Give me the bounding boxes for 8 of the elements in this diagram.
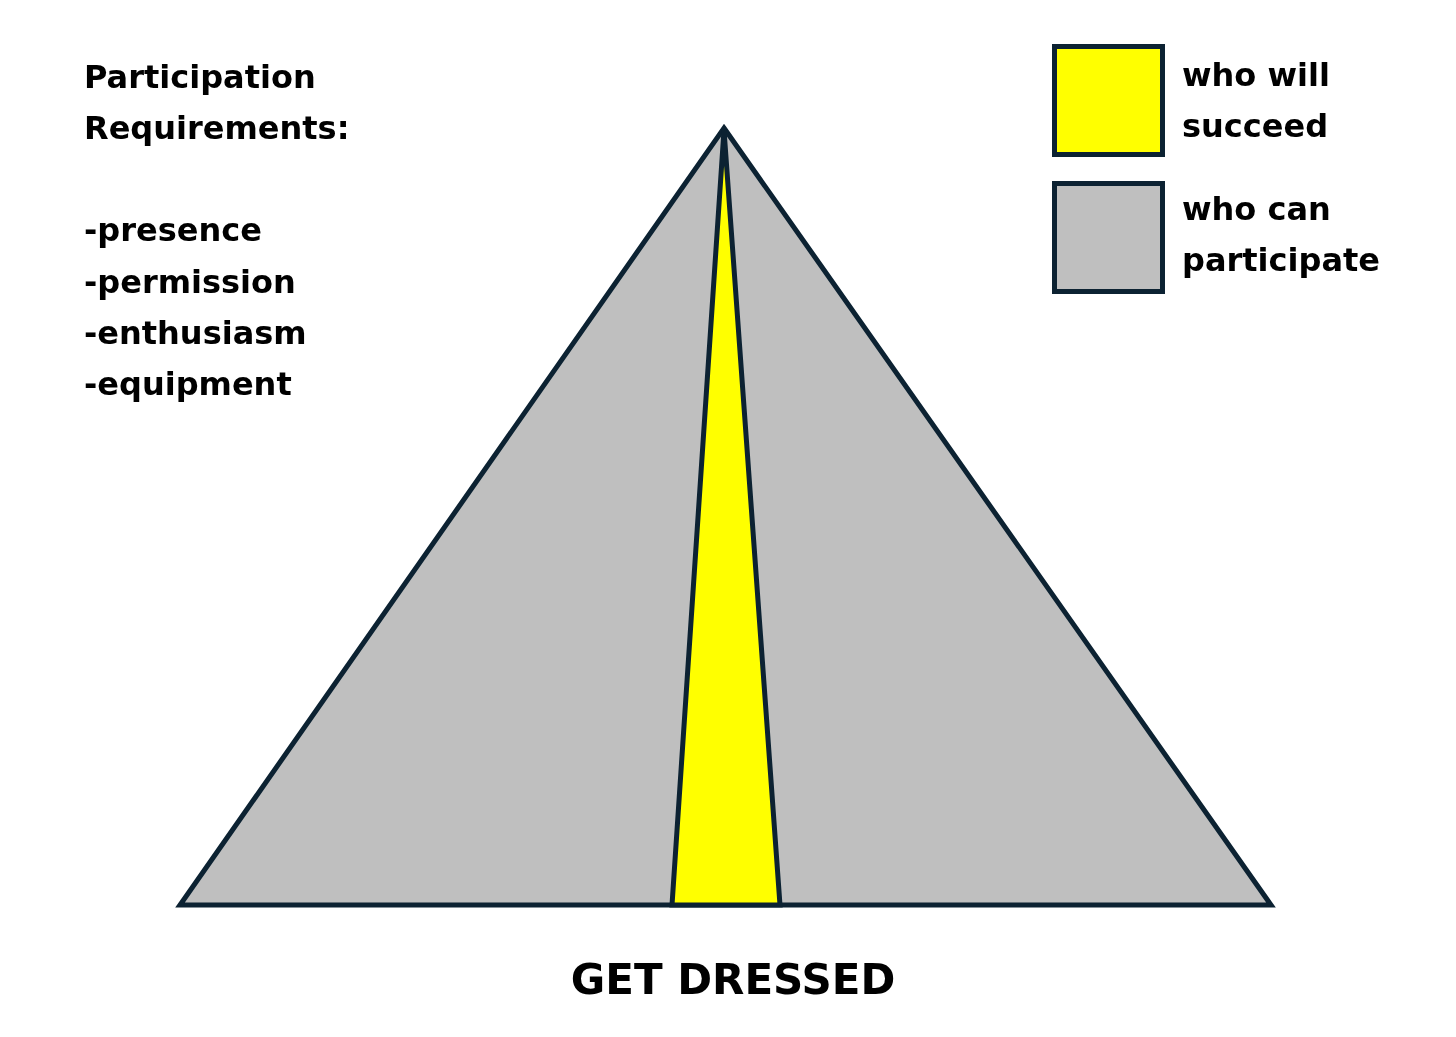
legend-label: who will succeed	[1182, 55, 1331, 147]
requirements-heading: Participation Requirements:	[84, 57, 351, 149]
list-item: -equipment	[84, 364, 292, 405]
legend-label: who can participate	[1182, 189, 1381, 281]
caption: GET DRESSED	[570, 954, 896, 1006]
list-item: -enthusiasm	[84, 313, 307, 354]
list-item: -permission	[84, 262, 296, 303]
list-item: -presence	[84, 210, 262, 251]
